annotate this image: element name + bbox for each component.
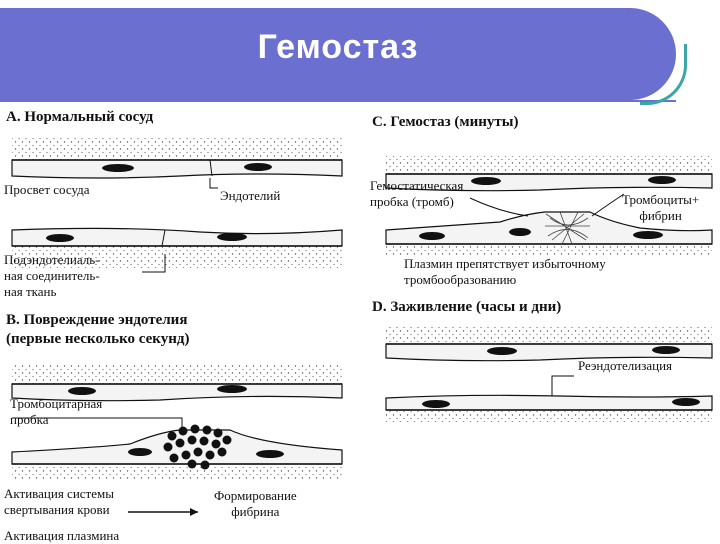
- reendothelialization-label: Реэндотелизация: [578, 358, 673, 373]
- panel-c-heading: C. Гемостаз (минуты): [372, 114, 519, 130]
- fibrin-formation-label: Формирование фибрина: [214, 488, 297, 519]
- endothelium-label: Эндотелий: [220, 188, 281, 203]
- platelets-fibrin-label: Тромбоциты+ фибрин: [622, 192, 700, 223]
- panel-a-vessel: [11, 138, 343, 273]
- title-underline: [0, 100, 676, 102]
- platelet-plug-label: Тромбоцитарная пробка: [10, 396, 103, 427]
- panel-b-vessel: [11, 364, 343, 516]
- title-banner: [0, 8, 676, 100]
- thrombus-fibrin-mesh: [545, 211, 590, 245]
- hemostatic-plug-label: Гемостатическая пробка (тромб): [370, 178, 464, 209]
- subendothelial-tissue-label: Подэндотелиаль- ная соединитель- ная тка…: [4, 252, 100, 299]
- platelet-plug-cluster: [163, 424, 232, 470]
- panel-c-vessel: [385, 156, 713, 256]
- coagulation-activation-label: Активация системы свертывания крови: [4, 486, 114, 517]
- plasmin-activation-label: Активация плазмина: [4, 528, 120, 543]
- panel-a-heading: A. Нормальный сосуд: [6, 109, 154, 125]
- panel-d-vessel: [385, 326, 713, 422]
- slide-title: Гемостаз: [257, 28, 419, 66]
- vessel-lumen-label: Просвет сосуда: [4, 182, 90, 197]
- panel-b-heading: B. Повреждение эндотелия (первые несколь…: [6, 312, 190, 347]
- panel-d-heading: D. Заживление (часы и дни): [372, 299, 562, 315]
- plasmin-note-label: Плазмин препятствует избыточному тромбоо…: [404, 256, 606, 287]
